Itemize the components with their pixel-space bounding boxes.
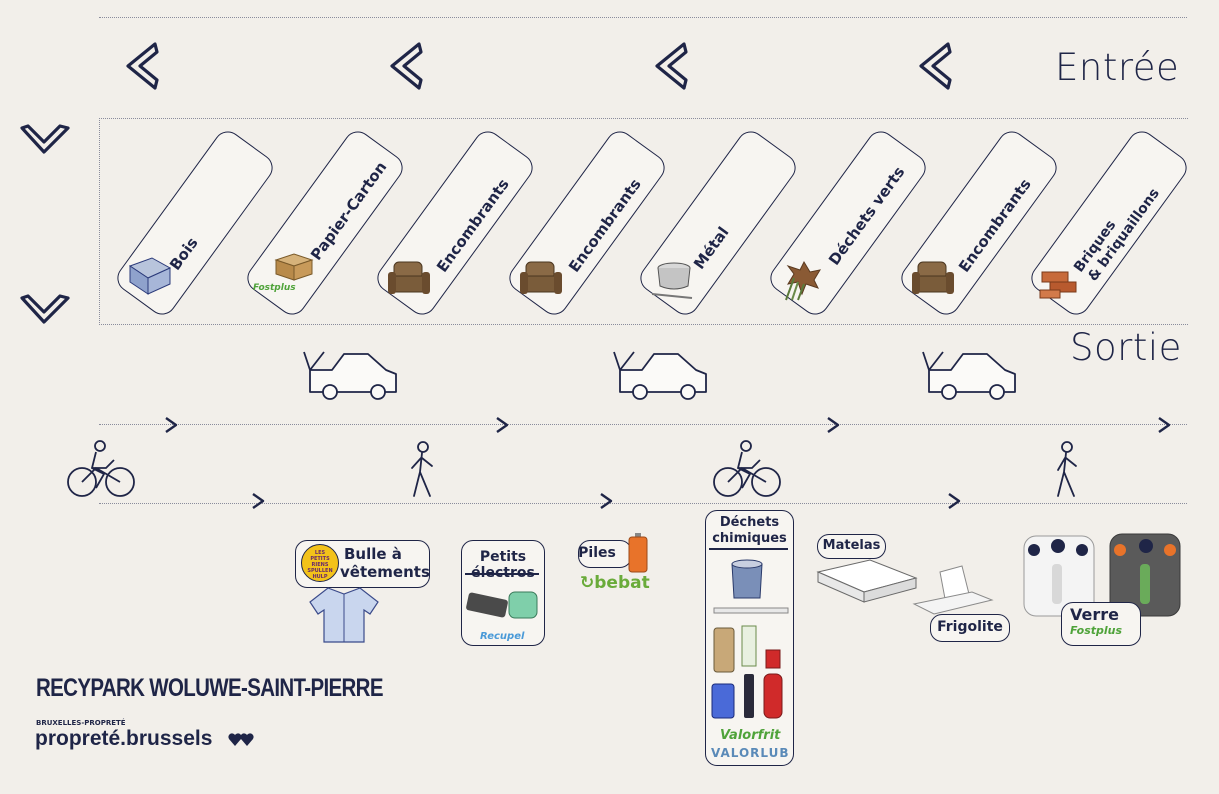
divider: [709, 548, 788, 550]
org-brand-logo: propreté.brussels: [35, 727, 213, 750]
lane-line-lower: [99, 503, 1187, 504]
hearts-icon: [228, 733, 254, 746]
chevron-right-icon: [600, 493, 613, 509]
chemicals-icon: [711, 559, 789, 719]
armchair-icon: [520, 261, 562, 294]
electronics-icon: [466, 591, 538, 619]
org-small-label: BRUXELLES-PROPRETÉ: [36, 719, 126, 727]
shirt-icon: [309, 587, 379, 643]
cyclist-icon: [713, 440, 781, 497]
wood-crate-icon: [128, 257, 172, 295]
chevron-right-icon: [948, 493, 961, 509]
containers-area: [99, 118, 1188, 325]
top-divider: [99, 17, 1187, 18]
exit-heading: Sortie: [1070, 326, 1182, 369]
bebat-logo: ↻bebat: [580, 573, 650, 593]
chevron-down-icon: [20, 294, 70, 324]
armchair-icon: [912, 261, 954, 294]
chevron-left-icon: [390, 42, 423, 90]
fostplus-logo: Fostplus: [1070, 624, 1123, 637]
car-icon: [922, 351, 1016, 400]
battery-icon: [628, 533, 648, 573]
cyclist-icon: [67, 440, 135, 497]
divider: [465, 573, 539, 575]
entry-arrows: [126, 42, 952, 90]
styrofoam-icon: [912, 565, 994, 615]
chevron-left-icon: [655, 42, 688, 90]
station-batteries[interactable]: Piles: [578, 540, 632, 568]
entry-heading: Entrée: [1055, 46, 1180, 89]
valorfrit-logo: Valorfrit: [720, 728, 781, 743]
chevron-left-icon: [919, 42, 952, 90]
chevron-down-icon: [20, 124, 70, 154]
cardboard-box-icon: [274, 253, 314, 281]
down-arrows: [20, 124, 70, 324]
lane-arrows: [165, 417, 1171, 509]
station-glass[interactable]: Verre Fostplus: [1061, 602, 1141, 646]
station-label: Frigolite: [937, 619, 1003, 635]
station-label-line1: Bulle à: [344, 545, 402, 563]
recupel-logo: Recupel: [480, 631, 525, 642]
armchair-icon: [388, 261, 430, 294]
pot-icon: [652, 262, 693, 299]
pedestrian-icon: [1057, 441, 1077, 497]
chevron-left-icon: [126, 42, 159, 90]
bricks-icon: [1039, 271, 1077, 299]
refresh-icon: ↻: [580, 573, 595, 593]
car-icon: [613, 351, 707, 400]
car-icon: [303, 351, 397, 400]
glass-banks-icon: [1023, 533, 1181, 617]
station-label-line2: vêtements: [340, 563, 430, 581]
chevron-right-icon: [1158, 417, 1171, 433]
station-label: Matelas: [822, 538, 881, 553]
chevron-right-icon: [252, 493, 265, 509]
leaves-icon: [785, 260, 822, 301]
mattress-icon: [816, 559, 918, 603]
les-petits-riens-badge: LES PETITS RIENS SPULLEN HULP: [301, 544, 339, 582]
site-title: RECYPARK WOLUWE-SAINT-PIERRE: [36, 674, 384, 702]
pedestrian-icon: [411, 441, 433, 497]
lane-line-upper: [99, 424, 1187, 425]
station-label-line2: chimiques: [712, 531, 787, 546]
station-mattress[interactable]: Matelas: [817, 534, 886, 559]
fostplus-logo: Fostplus: [253, 283, 296, 293]
station-label: Piles: [578, 545, 616, 561]
station-label-line1: Petits: [479, 549, 527, 565]
station-label-line1: Déchets: [719, 515, 780, 530]
chevron-right-icon: [165, 417, 178, 433]
chevron-right-icon: [496, 417, 509, 433]
station-label: Verre: [1070, 605, 1119, 624]
valorlub-logo: VALORLUB: [711, 746, 790, 760]
chevron-right-icon: [827, 417, 840, 433]
station-styrofoam[interactable]: Frigolite: [930, 614, 1010, 642]
